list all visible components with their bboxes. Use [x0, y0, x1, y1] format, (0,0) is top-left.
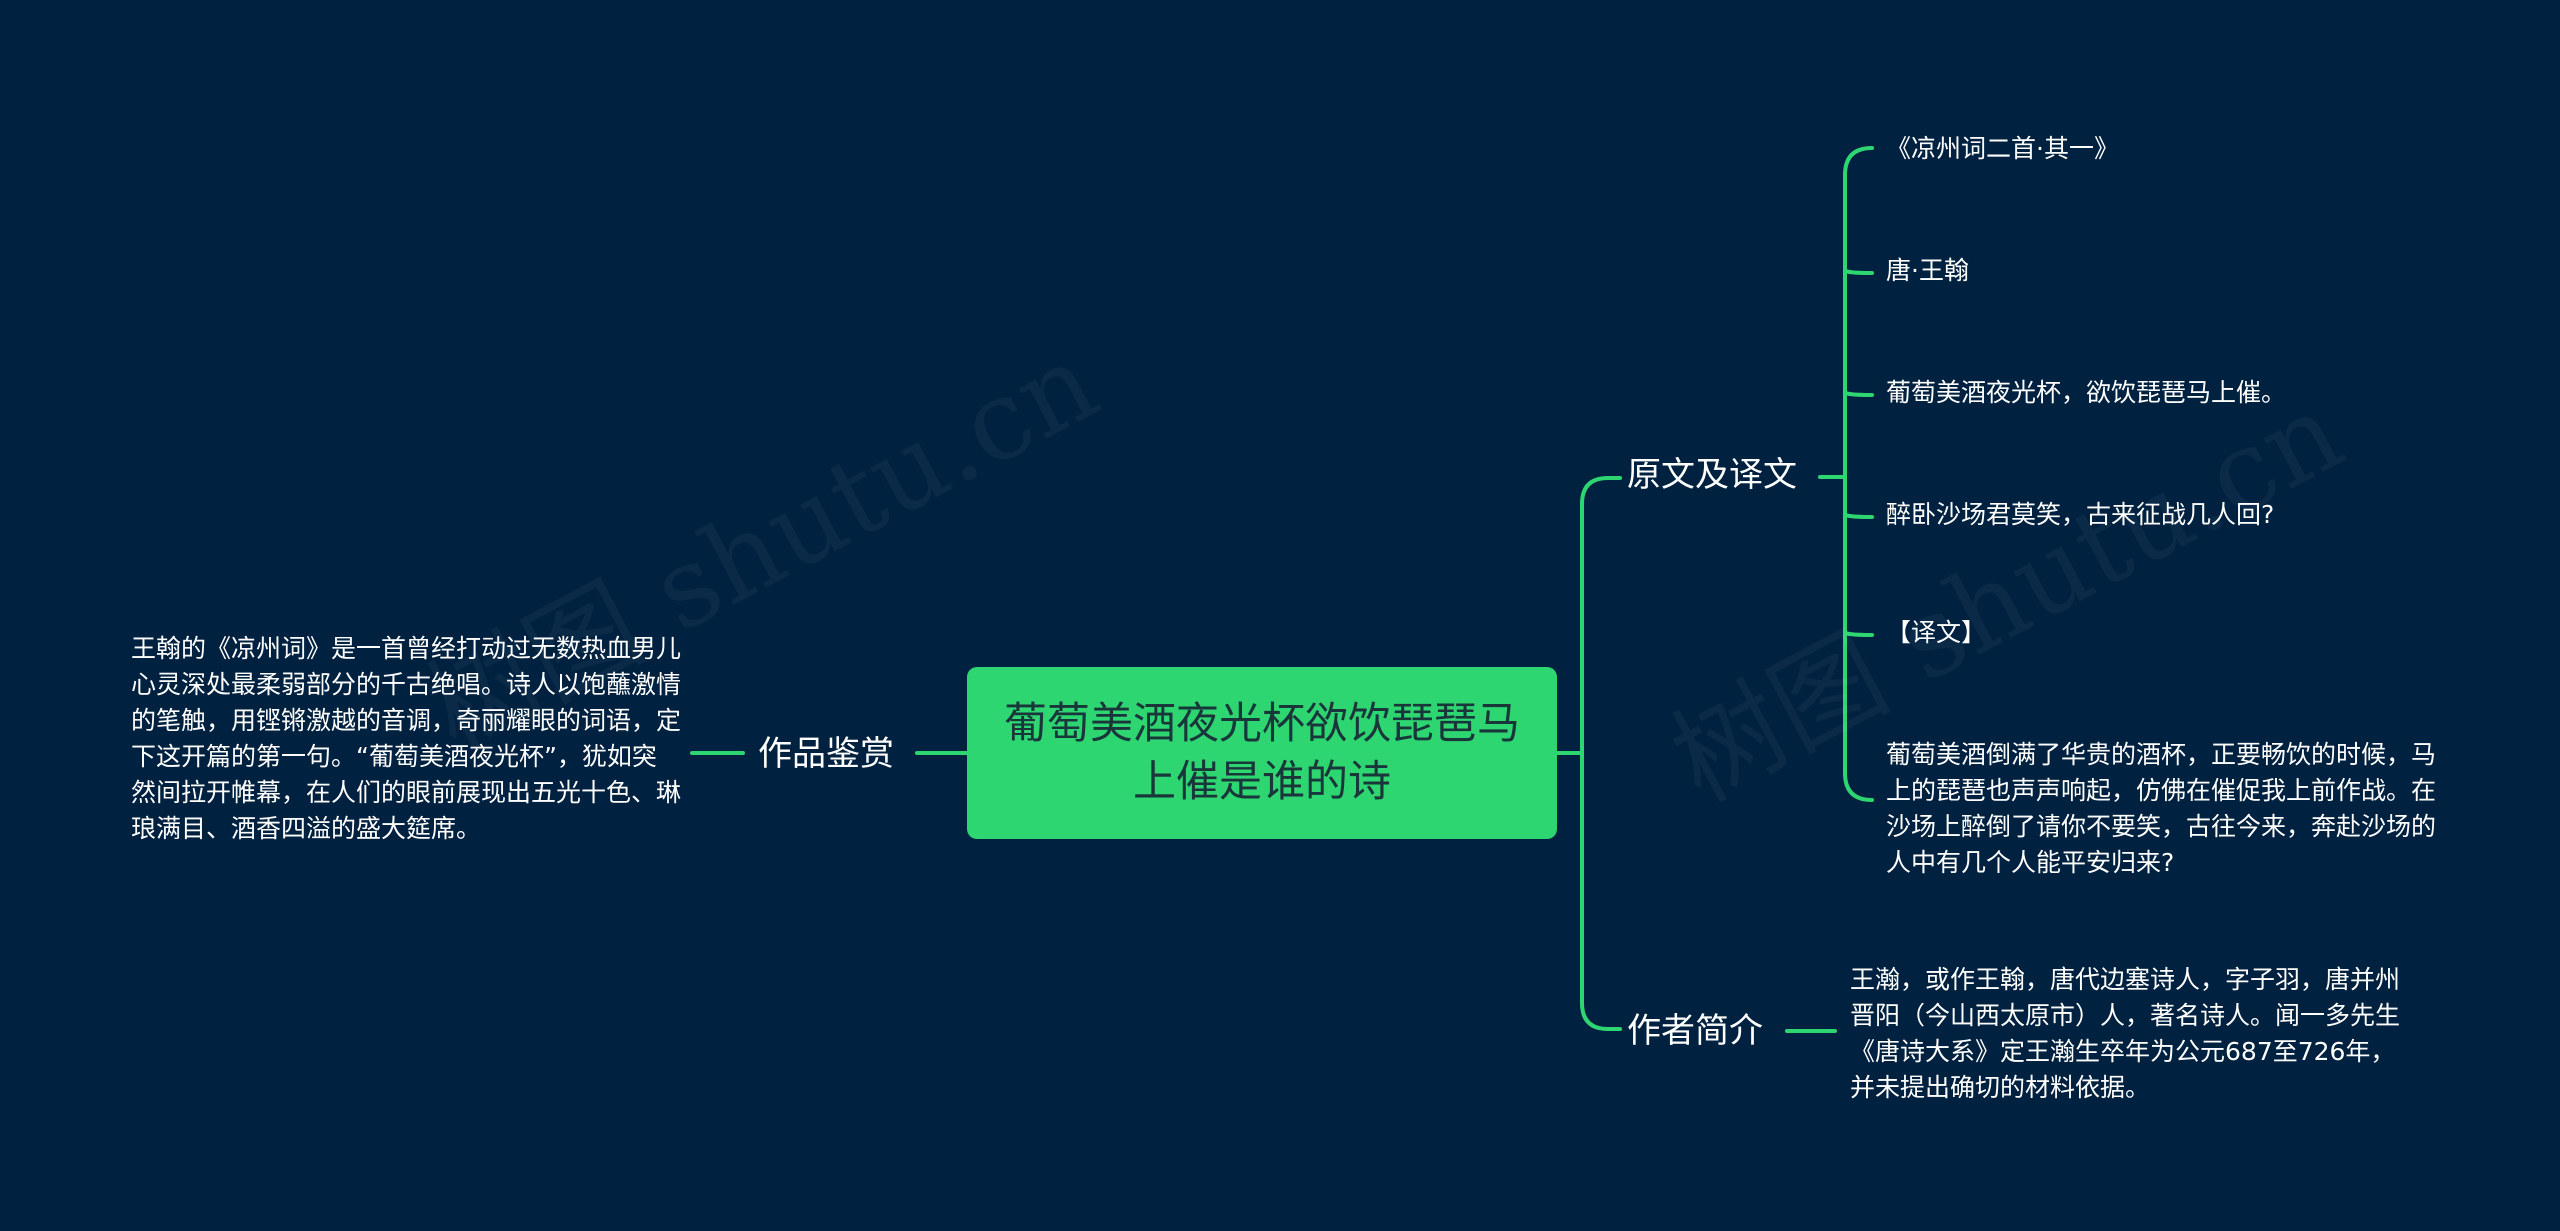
branch-zuozhe[interactable]: 作者简介 — [1627, 1011, 1763, 1051]
branch-jianshang[interactable]: 作品鉴赏 — [758, 734, 894, 774]
connector-leaf-4 — [1843, 512, 1874, 519]
connector-right-trunk — [1580, 476, 1610, 1031]
leaf-author-bio[interactable]: 王瀚，或作王翰，唐代边塞诗人，字子羽，唐并州晋阳（今山西太原市）人，著名诗人。闻… — [1850, 965, 2401, 1102]
leaf-title[interactable]: 《凉州词二首·其一》 — [1886, 134, 2119, 163]
leaf-verse-1[interactable]: 葡萄美酒夜光杯，欲饮琵琶马上催。 — [1886, 378, 2287, 407]
connector-leaf-5 — [1843, 630, 1874, 637]
root-label: 葡萄美酒夜光杯欲饮琵琶马上催是谁的诗 — [1004, 699, 1520, 807]
connector-yuanwen-trunk — [1843, 146, 1874, 802]
leaf-appreciation[interactable]: 王翰的《凉州词》是一首曾经打动过无数热血男儿心灵深处最柔弱部分的千古绝唱。诗人以… — [131, 634, 682, 843]
connector-leaf-3 — [1843, 390, 1874, 397]
leaf-translation-heading[interactable]: 【译文】 — [1886, 618, 1987, 647]
connector-leaf-2 — [1843, 268, 1874, 275]
root-node[interactable]: 葡萄美酒夜光杯欲饮琵琶马上催是谁的诗 — [967, 667, 1557, 839]
leaf-author-line[interactable]: 唐·王翰 — [1886, 256, 1969, 285]
branch-yuanwen[interactable]: 原文及译文 — [1627, 455, 1797, 495]
leaf-translation-text[interactable]: 葡萄美酒倒满了华贵的酒杯，正要畅饮的时候，马上的琵琶也声声响起，仿佛在催促我上前… — [1886, 740, 2437, 877]
leaf-verse-2[interactable]: 醉卧沙场君莫笑，古来征战几人回? — [1886, 500, 2275, 529]
